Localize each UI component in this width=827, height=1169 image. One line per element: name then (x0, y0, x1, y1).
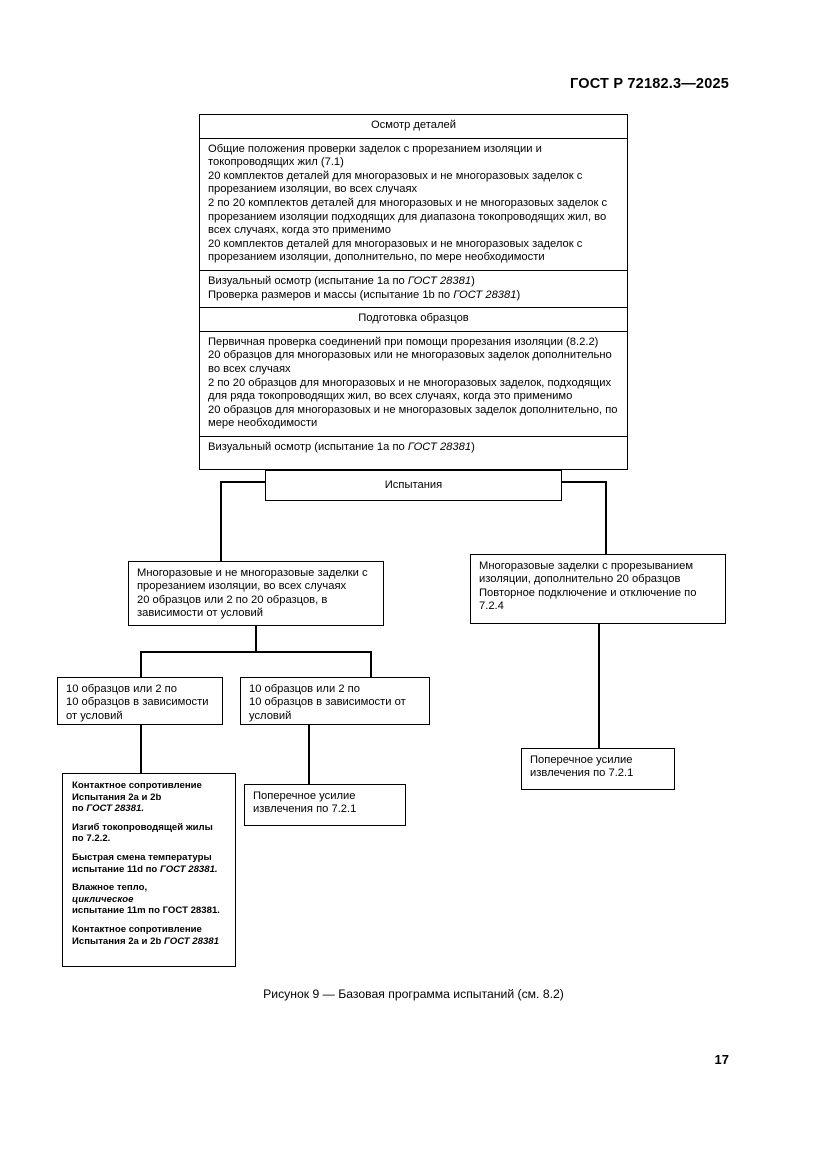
tests-detail-box: Контактное сопротивление Испытания 2a и … (62, 773, 236, 967)
connector-sample-split-horizontal (140, 651, 372, 653)
detail-group-4: Влажное тепло, циклическое испытание 11m… (72, 882, 227, 917)
tests-node: Испытания (265, 470, 562, 501)
detail-group-5: Контактное сопротивление Испытания 2a и … (72, 924, 227, 947)
detail-4-line-1: Влажное тепло, (72, 882, 148, 894)
inspection-visual-check: Визуальный осмотр (испытание 1a по ГОСТ … (200, 271, 627, 309)
detail-1-line-3: по ГОСТ 28381. (72, 803, 144, 815)
visual-check-line-1: Визуальный осмотр (испытание 1a по ГОСТ … (208, 274, 475, 287)
pullout-left-box: Поперечное усилие извлечения по 7.2.1 (244, 784, 406, 826)
inspection-general-provisions: Общие положения проверки заделок с проре… (200, 139, 627, 271)
detail-5-line-1: Контактное сопротивление (72, 923, 202, 935)
branch-left-box: Многоразовые и не многоразовые заделки с… (128, 561, 384, 626)
detail-spacer-2 (72, 845, 227, 852)
provision-line-4: 20 комплектов деталей для многоразовых и… (208, 237, 583, 264)
connector-tests-right-vertical (605, 481, 607, 554)
pullout-right-box: Поперечное усилие извлечения по 7.2.1 (521, 748, 675, 790)
provision-line-1: Общие положения проверки заделок с проре… (208, 142, 542, 169)
preparation-line-2: 20 образцов для многоразовых или не мног… (208, 349, 612, 375)
detail-1-line-1: Контактное сопротивление (72, 780, 202, 791)
branch-right-line-1: Многоразовые заделки с прорезыванием (479, 560, 694, 572)
provision-line-3: 2 по 20 комплектов деталей для многоразо… (208, 196, 608, 237)
connector-tests-left-horizontal (220, 481, 267, 483)
tests-node-label: Испытания (384, 479, 443, 491)
detail-2-line-2: по 7.2.2. (72, 833, 111, 845)
detail-spacer-1 (72, 815, 227, 822)
samples-left-line-3: от условий (66, 709, 123, 722)
inspection-title: Осмотр деталей (200, 115, 627, 139)
branch-left-line-3: 20 образцов или 2 по 20 образцов, в (137, 593, 328, 606)
samples-left-line-1: 10 образцов или 2 по (66, 683, 177, 695)
preparation-items: Первичная проверка соединений при помощи… (200, 332, 627, 437)
branch-right-line-3: Повторное подключение и отключение по 7.… (479, 586, 697, 613)
detail-group-1: Контактное сопротивление Испытания 2a и … (72, 780, 227, 815)
preparation-line-4: 20 образцов для многоразовых и не многор… (208, 403, 618, 430)
detail-group-2: Изгиб токопроводящей жилы по 7.2.2. (72, 822, 227, 845)
visual-check-line-2: Проверка размеров и массы (испытание 1b … (208, 288, 521, 301)
samples-left-line-2: 10 образцов в зависимости (66, 696, 209, 709)
connector-tests-right-horizontal (560, 481, 607, 483)
connector-tests-left-vertical (220, 481, 222, 562)
detail-3-line-1: Быстрая смена температуры (72, 851, 212, 863)
preparation-line-3: 2 по 20 образцов для многоразовых и не м… (208, 376, 612, 403)
preparation-title: Подготовка образцов (200, 308, 627, 332)
detail-4-line-3: испытание 11m по ГОСТ 28381. (72, 905, 220, 917)
branch-right-box: Многоразовые заделки с прорезыванием изо… (470, 554, 726, 624)
provision-line-2: 20 комплектов деталей для многоразовых и… (208, 169, 583, 196)
pullout-right-line-1: Поперечное усилие (530, 754, 633, 766)
inspection-preparation-table: Осмотр деталей Общие положения проверки … (199, 114, 628, 470)
pullout-left-line-2: извлечения по 7.2.1 (253, 803, 357, 816)
connector-sample-right-down (370, 651, 372, 678)
samples-right-line-1: 10 образцов или 2 по (249, 683, 360, 695)
detail-spacer-4 (72, 917, 227, 924)
samples-right-line-2: 10 образцов в зависимости от (249, 696, 406, 709)
detail-5-line-2: Испытания 2a и 2b ГОСТ 28381 (72, 935, 219, 947)
samples-right-box: 10 образцов или 2 по 10 образцов в завис… (240, 677, 430, 725)
branch-right-line-2: изоляции, дополнительно 20 образцов (479, 573, 681, 586)
figure-caption: Рисунок 9 — Базовая программа испытаний … (263, 987, 564, 1001)
connector-samples-right-to-pullout (308, 724, 310, 784)
preparation-line-1: Первичная проверка соединений при помощи… (208, 335, 599, 348)
samples-right-line-3: условий (249, 709, 292, 722)
connector-samples-left-to-detail (140, 724, 142, 774)
detail-4-line-2: циклическое (72, 893, 134, 905)
branch-left-line-2: прорезанием изоляции, во всех случаях (137, 580, 347, 593)
pullout-right-line-2: извлечения по 7.2.1 (530, 767, 634, 780)
page-number: 17 (714, 1052, 729, 1067)
pullout-left-line-1: Поперечное усилие (253, 790, 356, 802)
detail-2-line-1: Изгиб токопроводящей жилы (72, 821, 213, 833)
detail-1-line-2: Испытания 2a и 2b (72, 791, 162, 803)
preparation-visual-line: Визуальный осмотр (испытание 1a по ГОСТ … (208, 440, 475, 453)
connector-branch-left-down (255, 625, 257, 652)
detail-3-line-2: испытание 11d по ГОСТ 28381. (72, 863, 218, 875)
connector-branch-right-to-pullout (598, 623, 600, 748)
branch-left-line-1: Многоразовые и не многоразовые заделки с (137, 567, 368, 579)
samples-left-box: 10 образцов или 2 по 10 образцов в завис… (57, 677, 223, 725)
standard-header: ГОСТ Р 72182.3—2025 (570, 76, 729, 92)
connector-sample-left-down (140, 651, 142, 678)
branch-left-line-4: зависимости от условий (137, 607, 263, 620)
detail-spacer-3 (72, 875, 227, 882)
preparation-visual-check: Визуальный осмотр (испытание 1a по ГОСТ … (200, 437, 627, 469)
detail-group-3: Быстрая смена температуры испытание 11d … (72, 852, 227, 875)
